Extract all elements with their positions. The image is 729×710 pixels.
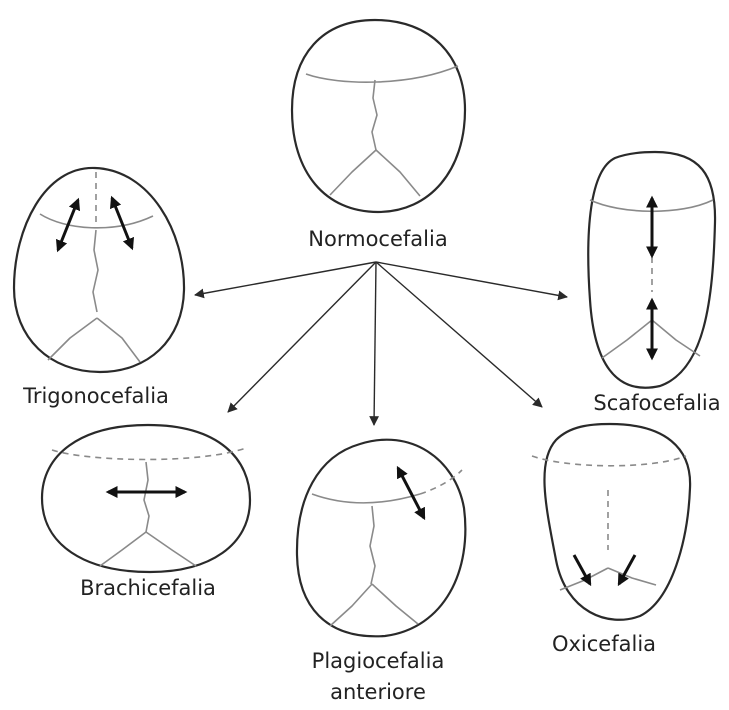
connector-lines: [195, 262, 567, 425]
connector-to-oxicefalia: [376, 262, 542, 407]
scafocefalia-label: Scafocefalia: [593, 391, 720, 415]
plagiocefalia-label-line1: Plagiocefalia: [312, 649, 445, 673]
scafocefalia-skull: [588, 152, 715, 388]
plagiocefalia-skull: [297, 440, 465, 637]
normocefalia-label: Normocefalia: [308, 227, 447, 251]
trigonocefalia-skull: [14, 168, 184, 372]
connector-to-plagiocefalia: [374, 262, 376, 425]
plagiocefalia-label-line2: anteriore: [330, 680, 426, 704]
oxicefalia-skull: [532, 424, 690, 620]
normocefalia-skull: [292, 20, 465, 212]
brachicefalia-label: Brachicefalia: [80, 576, 216, 600]
trigonocefalia-label: Trigonocefalia: [22, 384, 169, 408]
brachicefalia-skull: [42, 425, 250, 572]
connector-to-scafocefalia: [376, 262, 567, 297]
oxicefalia-label: Oxicefalia: [552, 632, 656, 656]
